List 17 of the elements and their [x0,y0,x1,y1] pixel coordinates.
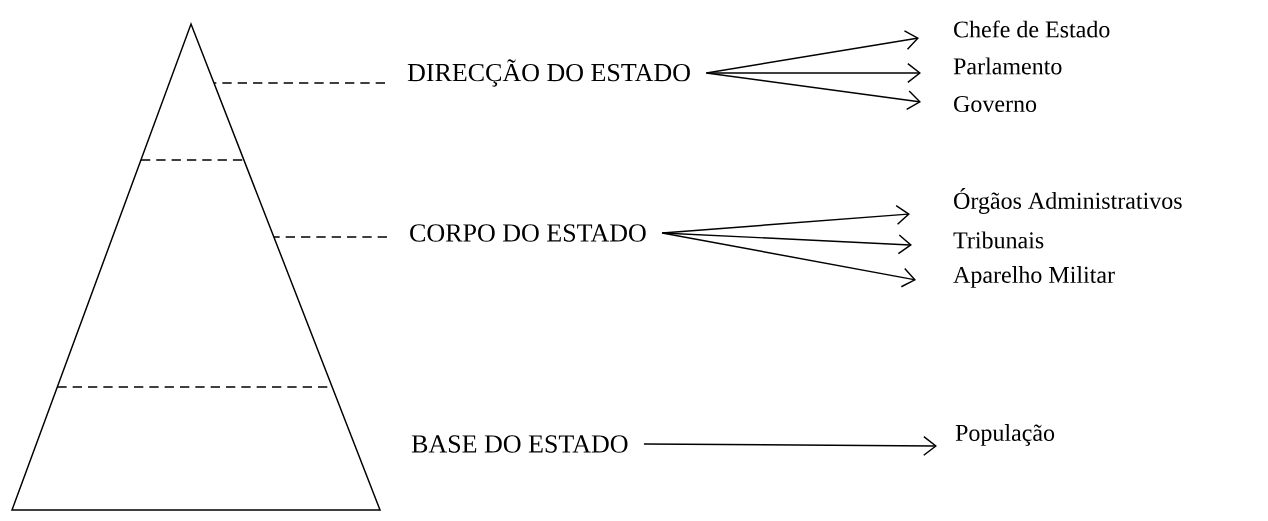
label-text: CORPO DO ESTADO [410,224,646,242]
label-text: População [955,424,1055,446]
label-text: DIRECÇÃO DO ESTADO [407,59,690,87]
leader-line [213,82,386,84]
label-text: Órgãos Administrativos [954,188,1182,214]
label-text: Aparelho Militar [953,266,1115,288]
arrow [661,232,912,255]
label-text: Governo [954,95,1037,113]
label-text: BASE DO ESTADO [411,435,628,453]
leader-line [273,236,388,238]
arrow [661,232,916,288]
label-text: Parlamento [953,57,1062,75]
arrow [643,435,937,456]
label-text: Tribunais [953,231,1044,249]
arrow [705,72,921,111]
label-text: Chefe de Estado [954,20,1110,38]
arrow [705,62,921,84]
